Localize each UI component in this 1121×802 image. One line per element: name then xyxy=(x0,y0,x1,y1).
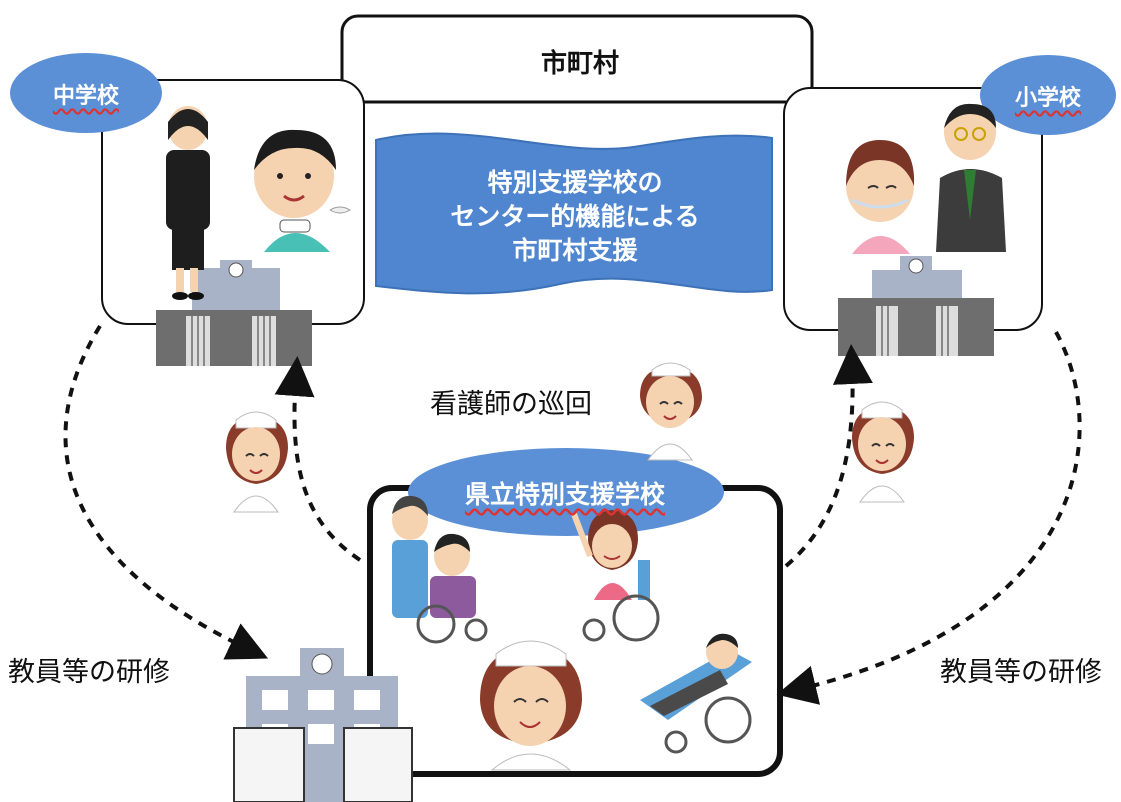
arrow-center-to-right-school xyxy=(784,344,873,568)
elementary-label: 小学校 xyxy=(1014,86,1081,111)
municipality-box xyxy=(340,14,814,104)
training-label-right: 教員等の研修 xyxy=(940,657,1102,688)
banner-line-1: 特別支援学校の xyxy=(487,168,663,197)
reclining-wheelchair-figure xyxy=(640,633,752,754)
training-center-building xyxy=(233,648,413,802)
prefectural-school-oval xyxy=(408,448,724,536)
teacher-woman-figure xyxy=(166,106,210,300)
elementary-building xyxy=(838,256,994,356)
support-banner xyxy=(375,132,773,295)
junior-high-oval xyxy=(10,53,162,133)
arrow-center-to-left-school xyxy=(274,356,362,562)
arrow-right-school-to-center xyxy=(776,331,1082,705)
banner-line-3: 市町村支援 xyxy=(512,236,638,265)
girl-wheelchair-figure xyxy=(571,510,660,642)
nurse-figure-left xyxy=(226,411,288,513)
caregiver-wheelchair-figure xyxy=(392,495,488,644)
nurse-round-label: 看護師の巡回 xyxy=(430,389,592,420)
junior-high-label: 中学校 xyxy=(52,84,119,109)
elementary-oval xyxy=(980,55,1116,135)
student-girl-nasal-cannula-figure xyxy=(846,140,915,254)
municipality-title: 市町村 xyxy=(540,49,619,79)
nurse-figure-round xyxy=(640,362,702,461)
arrow-left-school-to-training xyxy=(63,324,269,660)
banner-line-2: センター的機能による xyxy=(450,202,700,231)
student-boy-tracheostomy-figure xyxy=(254,129,351,252)
senior-nurse-figure xyxy=(480,640,582,771)
teacher-man-figure xyxy=(936,103,1006,252)
training-label-left: 教員等の研修 xyxy=(8,657,170,688)
prefectural-school-label: 県立特別支援学校 xyxy=(464,480,665,509)
nurse-figure-right xyxy=(852,401,914,503)
